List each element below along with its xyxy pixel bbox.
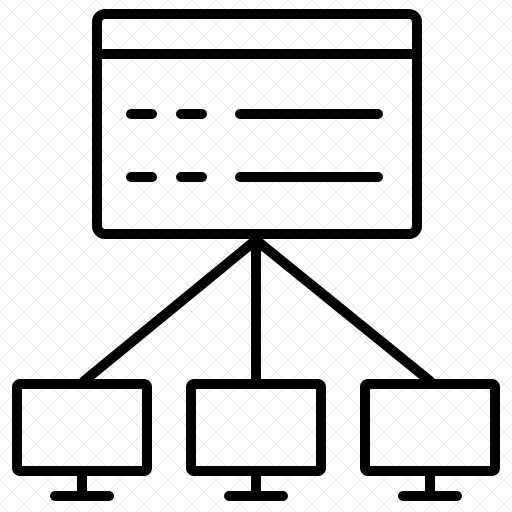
server-window-icon bbox=[92, 9, 422, 239]
connection-line-right bbox=[251, 235, 435, 386]
connection-line-left bbox=[79, 235, 261, 386]
connection-lines bbox=[79, 235, 435, 386]
monitor-icon-left bbox=[12, 379, 152, 501]
monitor-right-screen bbox=[360, 379, 500, 476]
monitor-icon-right bbox=[360, 379, 500, 501]
server-window-frame bbox=[92, 9, 422, 239]
monitor-icon-center bbox=[186, 379, 326, 501]
monitor-left-screen bbox=[12, 379, 152, 476]
monitor-center-screen bbox=[186, 379, 326, 476]
